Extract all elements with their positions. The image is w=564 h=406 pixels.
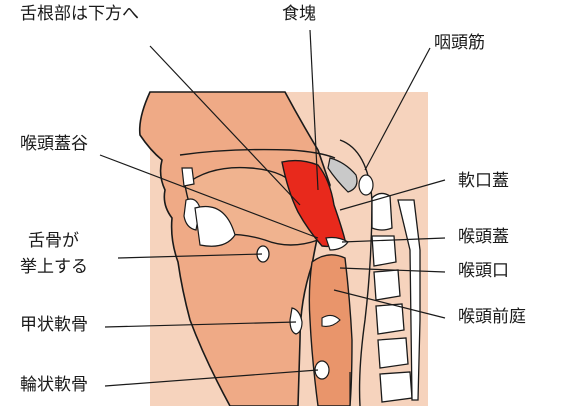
label-hyoid-line1: 舌骨が	[28, 232, 79, 252]
vertebra-5	[378, 338, 408, 368]
adenoid	[359, 175, 373, 195]
upper-teeth	[182, 168, 194, 186]
larynx	[309, 255, 352, 406]
vertebra-4	[376, 304, 404, 334]
vertebra-6	[380, 372, 412, 402]
vertebra-1	[372, 193, 392, 230]
label-soft-palate: 軟口蓋	[458, 172, 509, 192]
label-cricoid-cartilage: 輪状軟骨	[20, 376, 88, 396]
label-thyroid-cartilage: 甲状軟骨	[20, 316, 88, 336]
label-epiglottis: 喉頭蓋	[458, 228, 509, 248]
label-laryngeal-opening: 喉頭口	[458, 262, 509, 282]
label-epiglottic-vallecula: 喉頭蓋谷	[20, 135, 88, 155]
label-pharyngeal-muscle: 咽頭筋	[434, 34, 485, 54]
label-bolus: 食塊	[282, 5, 316, 25]
label-tongue-base: 舌根部は下方へ	[20, 5, 139, 25]
vertebra-3	[374, 270, 400, 300]
label-laryngeal-vestibule: 喉頭前庭	[458, 308, 526, 328]
label-hyoid-line2: 挙上する	[20, 258, 88, 278]
